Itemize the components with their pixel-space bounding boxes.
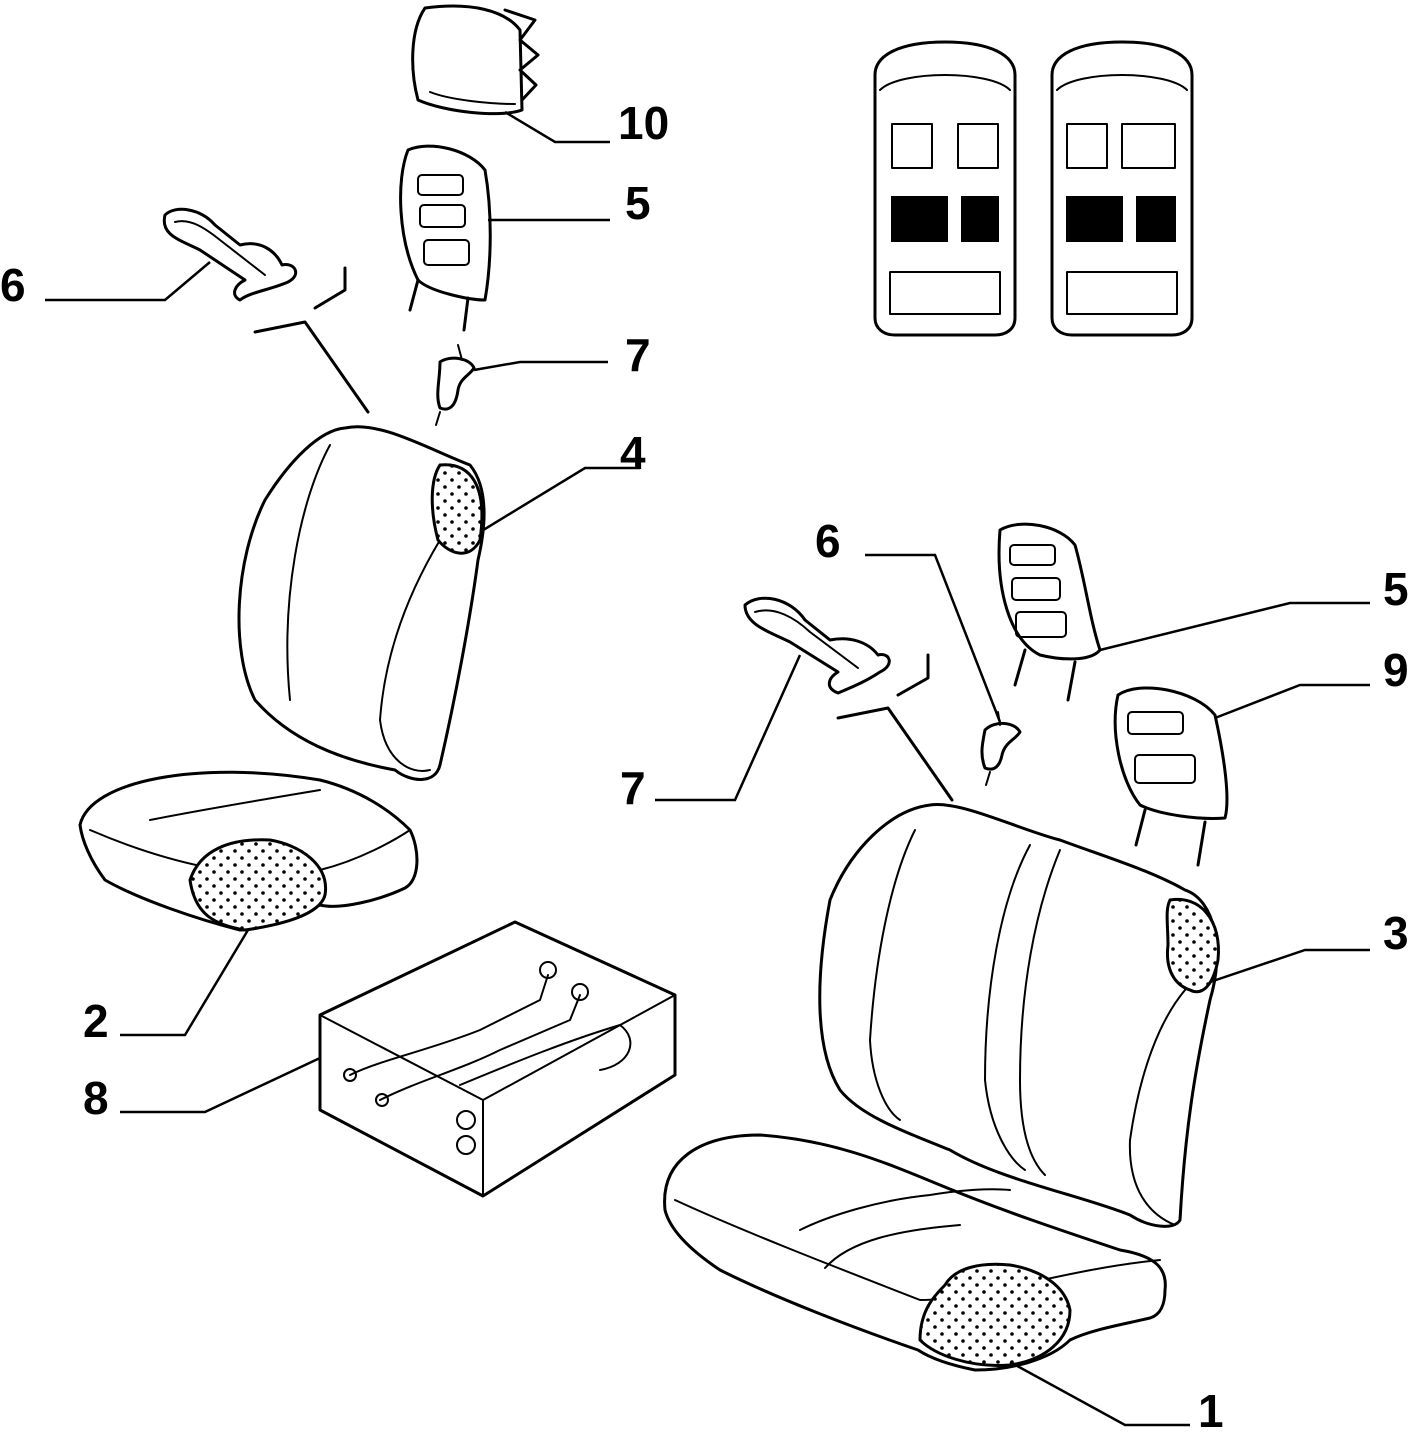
leader-9 <box>1214 683 1370 720</box>
cut-mark-right <box>836 653 954 802</box>
leader-10 <box>504 110 610 144</box>
leader-6-right <box>865 553 1002 723</box>
leader-2 <box>120 929 250 1037</box>
callout-7-left: 7 <box>625 329 651 381</box>
callout-5-right: 5 <box>1383 563 1409 615</box>
wire-clip-right-part <box>743 596 891 695</box>
headrest-guide-left-part <box>435 344 476 426</box>
callout-5-left: 5 <box>625 177 651 229</box>
leader-8 <box>120 1056 321 1114</box>
callout-8: 8 <box>83 1072 109 1124</box>
wire-clip-left-part <box>162 207 298 302</box>
callout-1: 1 <box>1198 1385 1224 1437</box>
backrest-left-part <box>237 425 486 781</box>
callout-6-left: 6 <box>0 259 26 311</box>
callout-2: 2 <box>83 995 109 1047</box>
cushion-right-part <box>663 1133 1167 1372</box>
spring-kit-box-part <box>318 920 677 1198</box>
headrest-guide-right-part <box>980 711 1022 786</box>
leader-7-left <box>473 360 608 372</box>
callout-9: 9 <box>1383 644 1409 696</box>
leader-6-left <box>45 261 211 302</box>
cushion-left-part <box>78 770 419 932</box>
callout-7-right: 7 <box>620 762 646 814</box>
leader-4 <box>479 466 640 534</box>
callout-3: 3 <box>1383 907 1409 959</box>
leader-5-right <box>1099 601 1370 652</box>
leader-3 <box>1209 948 1370 984</box>
headrest-alt-part <box>1113 686 1229 867</box>
headrest-right-part <box>997 522 1102 702</box>
callout-10: 10 <box>618 97 670 149</box>
callout-4: 4 <box>620 427 646 479</box>
leader-7-right <box>655 654 802 802</box>
seat-layout-icon <box>873 40 1194 337</box>
cut-mark-left <box>253 266 370 414</box>
backrest-right-part <box>818 802 1220 1228</box>
headrest-cover-part <box>411 4 540 116</box>
callout-6-right: 6 <box>815 515 841 567</box>
leader-1 <box>1009 1360 1190 1427</box>
headrest-left-part <box>399 144 492 332</box>
